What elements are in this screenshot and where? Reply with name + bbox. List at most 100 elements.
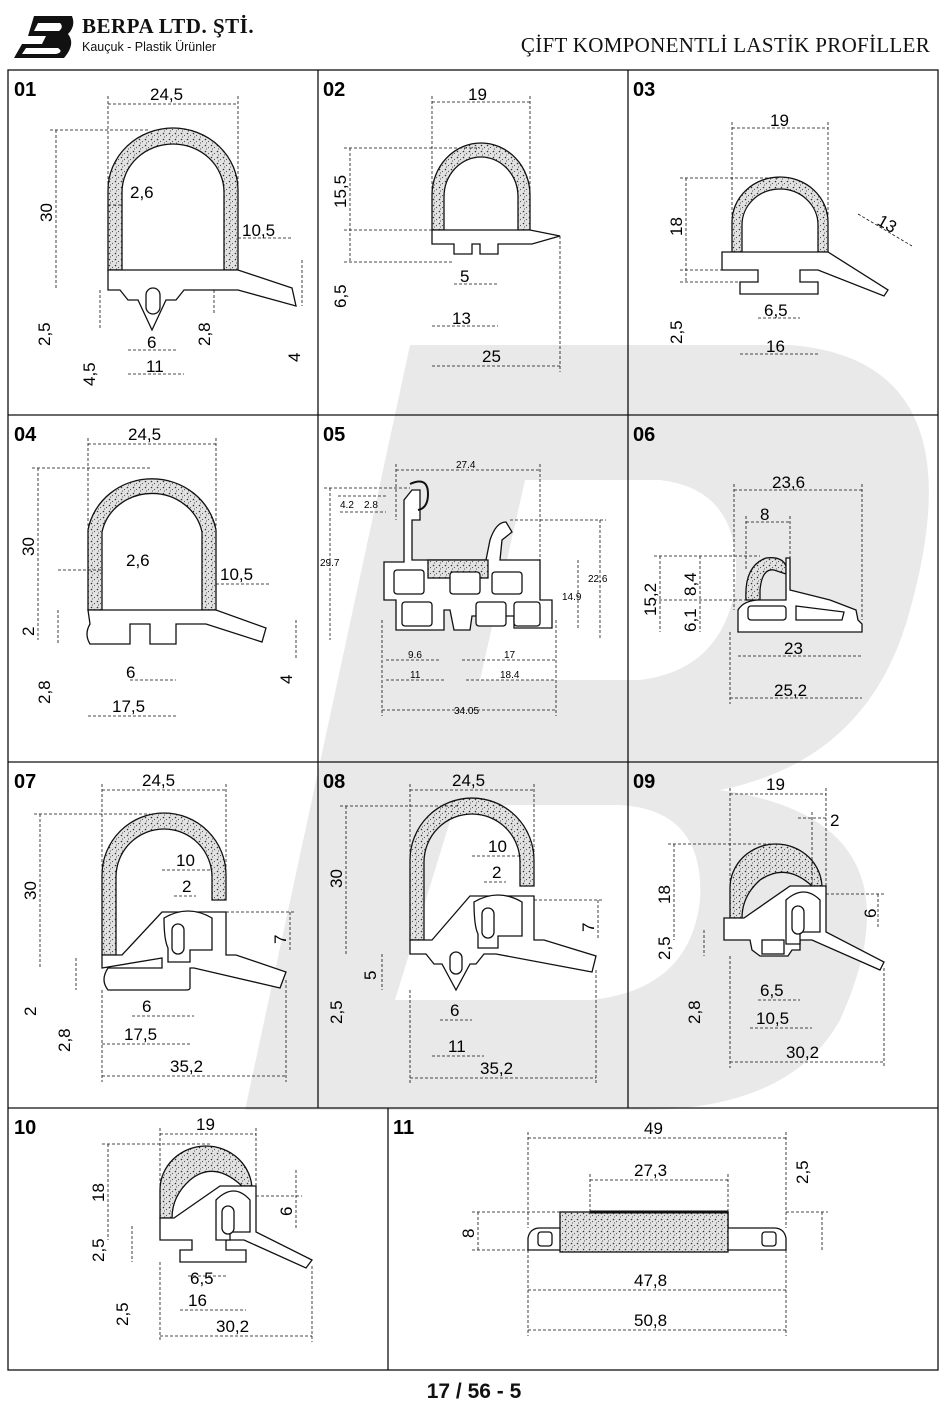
profile-number: 03 [633, 79, 655, 101]
dimension-label: 13 [452, 309, 471, 328]
dimension-label: 9.6 [408, 650, 422, 661]
dimension-label: 10 [488, 837, 507, 856]
dimension-label: 19 [468, 85, 487, 104]
profile-dimensions-09 [668, 788, 885, 1068]
dimension-label: 2,8 [685, 1000, 704, 1024]
profile-number: 01 [14, 79, 36, 101]
profile-dim-labels-07: 24,5 30 10 2 7 2 2,8 6 17,5 35,2 [21, 771, 290, 1076]
dimension-label: 2,5 [113, 1302, 132, 1326]
dimension-label: 2,6 [126, 551, 150, 570]
dimension-label: 6,5 [764, 301, 788, 320]
dimension-label: 30 [327, 869, 346, 888]
profile-dimensions-08 [340, 784, 604, 1084]
profile-number: 07 [14, 771, 36, 793]
dimension-label: 2,5 [655, 936, 674, 960]
profile-dim-labels-08: 24,5 30 10 2 7 5 2,5 6 11 35,2 [327, 771, 598, 1078]
dimension-label: 49 [644, 1119, 663, 1138]
profile-drawing-09 [723, 843, 885, 971]
page-header: BERPA LTD. ŞTİ. Kauçuk - Plastik Ürünler… [0, 0, 948, 68]
dimension-label: 13 [874, 211, 900, 237]
dimension-label: 11 [410, 670, 421, 681]
dimension-label: 17,5 [112, 697, 145, 716]
dimension-label: 8,4 [681, 572, 700, 596]
dimension-label: 2,8 [55, 1028, 74, 1052]
profile-drawing-02 [431, 142, 561, 255]
dimension-label: 16 [766, 337, 785, 356]
dimension-label: 6,5 [331, 284, 350, 308]
profile-dimensions-03 [680, 122, 913, 355]
profile-number: 10 [14, 1117, 36, 1139]
dimension-label: 7 [271, 935, 290, 944]
dimension-label: 18 [655, 885, 674, 904]
dimension-label: 17,5 [124, 1025, 157, 1044]
dimension-label: 34.05 [454, 706, 479, 717]
profile-drawing-03 [721, 176, 889, 297]
dimension-label: 4.2 [340, 500, 354, 511]
dimension-label: 15,2 [641, 583, 660, 616]
profile-dimensions-10 [102, 1128, 313, 1342]
profile-dim-labels-06: 23,6 8 15,2 8,4 6,1 23 25,2 [641, 473, 807, 700]
dimension-label: 18 [667, 217, 686, 236]
dimension-label: 27.4 [456, 460, 476, 471]
dimension-label: 4 [285, 353, 304, 362]
dimension-label: 17 [504, 650, 516, 661]
dimension-label: 27,3 [634, 1161, 667, 1180]
company-tagline: Kauçuk - Plastik Ürünler [82, 40, 217, 54]
dimension-label: 8 [459, 1229, 478, 1238]
dimension-label: 2 [21, 1007, 40, 1016]
dimension-label: 16 [188, 1291, 207, 1310]
dimension-label: 2,5 [327, 1000, 346, 1024]
berpa-b-logo-icon [14, 16, 74, 58]
dimension-label: 2 [182, 877, 191, 896]
dimension-label: 19 [196, 1115, 215, 1134]
dimension-label: 6,5 [190, 1269, 214, 1288]
profile-dim-labels-03: 19 18 13 2,5 6,5 16 [667, 111, 900, 356]
dimension-label: 24,5 [150, 85, 183, 104]
profile-drawing-10 [159, 1145, 313, 1269]
profile-dim-labels-02: 19 15,5 6,5 5 13 25 [331, 85, 501, 366]
profile-drawing-07 [101, 812, 287, 991]
profile-drawing-05 [383, 480, 553, 631]
dimension-label: 24,5 [128, 425, 161, 444]
profile-number: 04 [14, 424, 37, 446]
profile-dim-labels-04: 24,5 30 2,6 10,5 2 2,8 6 17,5 4 [19, 425, 296, 716]
company-name: BERPA LTD. ŞTİ. [82, 14, 255, 38]
dimension-label: 22.6 [588, 574, 608, 585]
dimension-label: 5 [361, 971, 380, 980]
profile-number: 02 [323, 79, 345, 101]
dimension-label: 5 [460, 267, 469, 286]
dimension-label: 30 [37, 203, 56, 222]
profile-dim-labels-09: 19 2 18 6 2,5 2,8 6,5 10,5 30,2 [655, 775, 880, 1062]
dimension-label: 2 [830, 811, 839, 830]
dimension-label: 10,5 [756, 1009, 789, 1028]
dimension-label: 30 [21, 881, 40, 900]
dimension-label: 6 [142, 997, 151, 1016]
profile-dimensions-04 [32, 438, 297, 717]
profile-number: 11 [393, 1117, 414, 1139]
dimension-label: 19 [770, 111, 789, 130]
profile-dimensions-02 [344, 96, 561, 372]
dimension-label: 35,2 [170, 1057, 203, 1076]
dimension-label: 23,6 [772, 473, 805, 492]
dimension-label: 11 [448, 1037, 466, 1056]
dimension-label: 2 [492, 863, 501, 882]
dimension-label: 6,5 [760, 981, 784, 1000]
dimension-label: 19 [766, 775, 785, 794]
profile-dimensions-11 [472, 1132, 828, 1336]
profile-dimensions-01 [50, 96, 303, 375]
profile-dimensions-07 [34, 784, 296, 1082]
dimension-label: 30,2 [786, 1043, 819, 1062]
dimension-label: 25,2 [774, 681, 807, 700]
dimension-label: 15,5 [331, 175, 350, 208]
dimension-label: 35,2 [480, 1059, 513, 1078]
dimension-label: 2,8 [195, 322, 214, 346]
dimension-label: 10,5 [242, 221, 275, 240]
dimension-label: 2,6 [130, 183, 154, 202]
dimension-label: 2 [19, 627, 38, 636]
dimension-label: 50,8 [634, 1311, 667, 1330]
dimension-label: 30,2 [216, 1317, 249, 1336]
dimension-label: 7 [579, 923, 598, 932]
dimension-label: 6 [450, 1001, 459, 1020]
